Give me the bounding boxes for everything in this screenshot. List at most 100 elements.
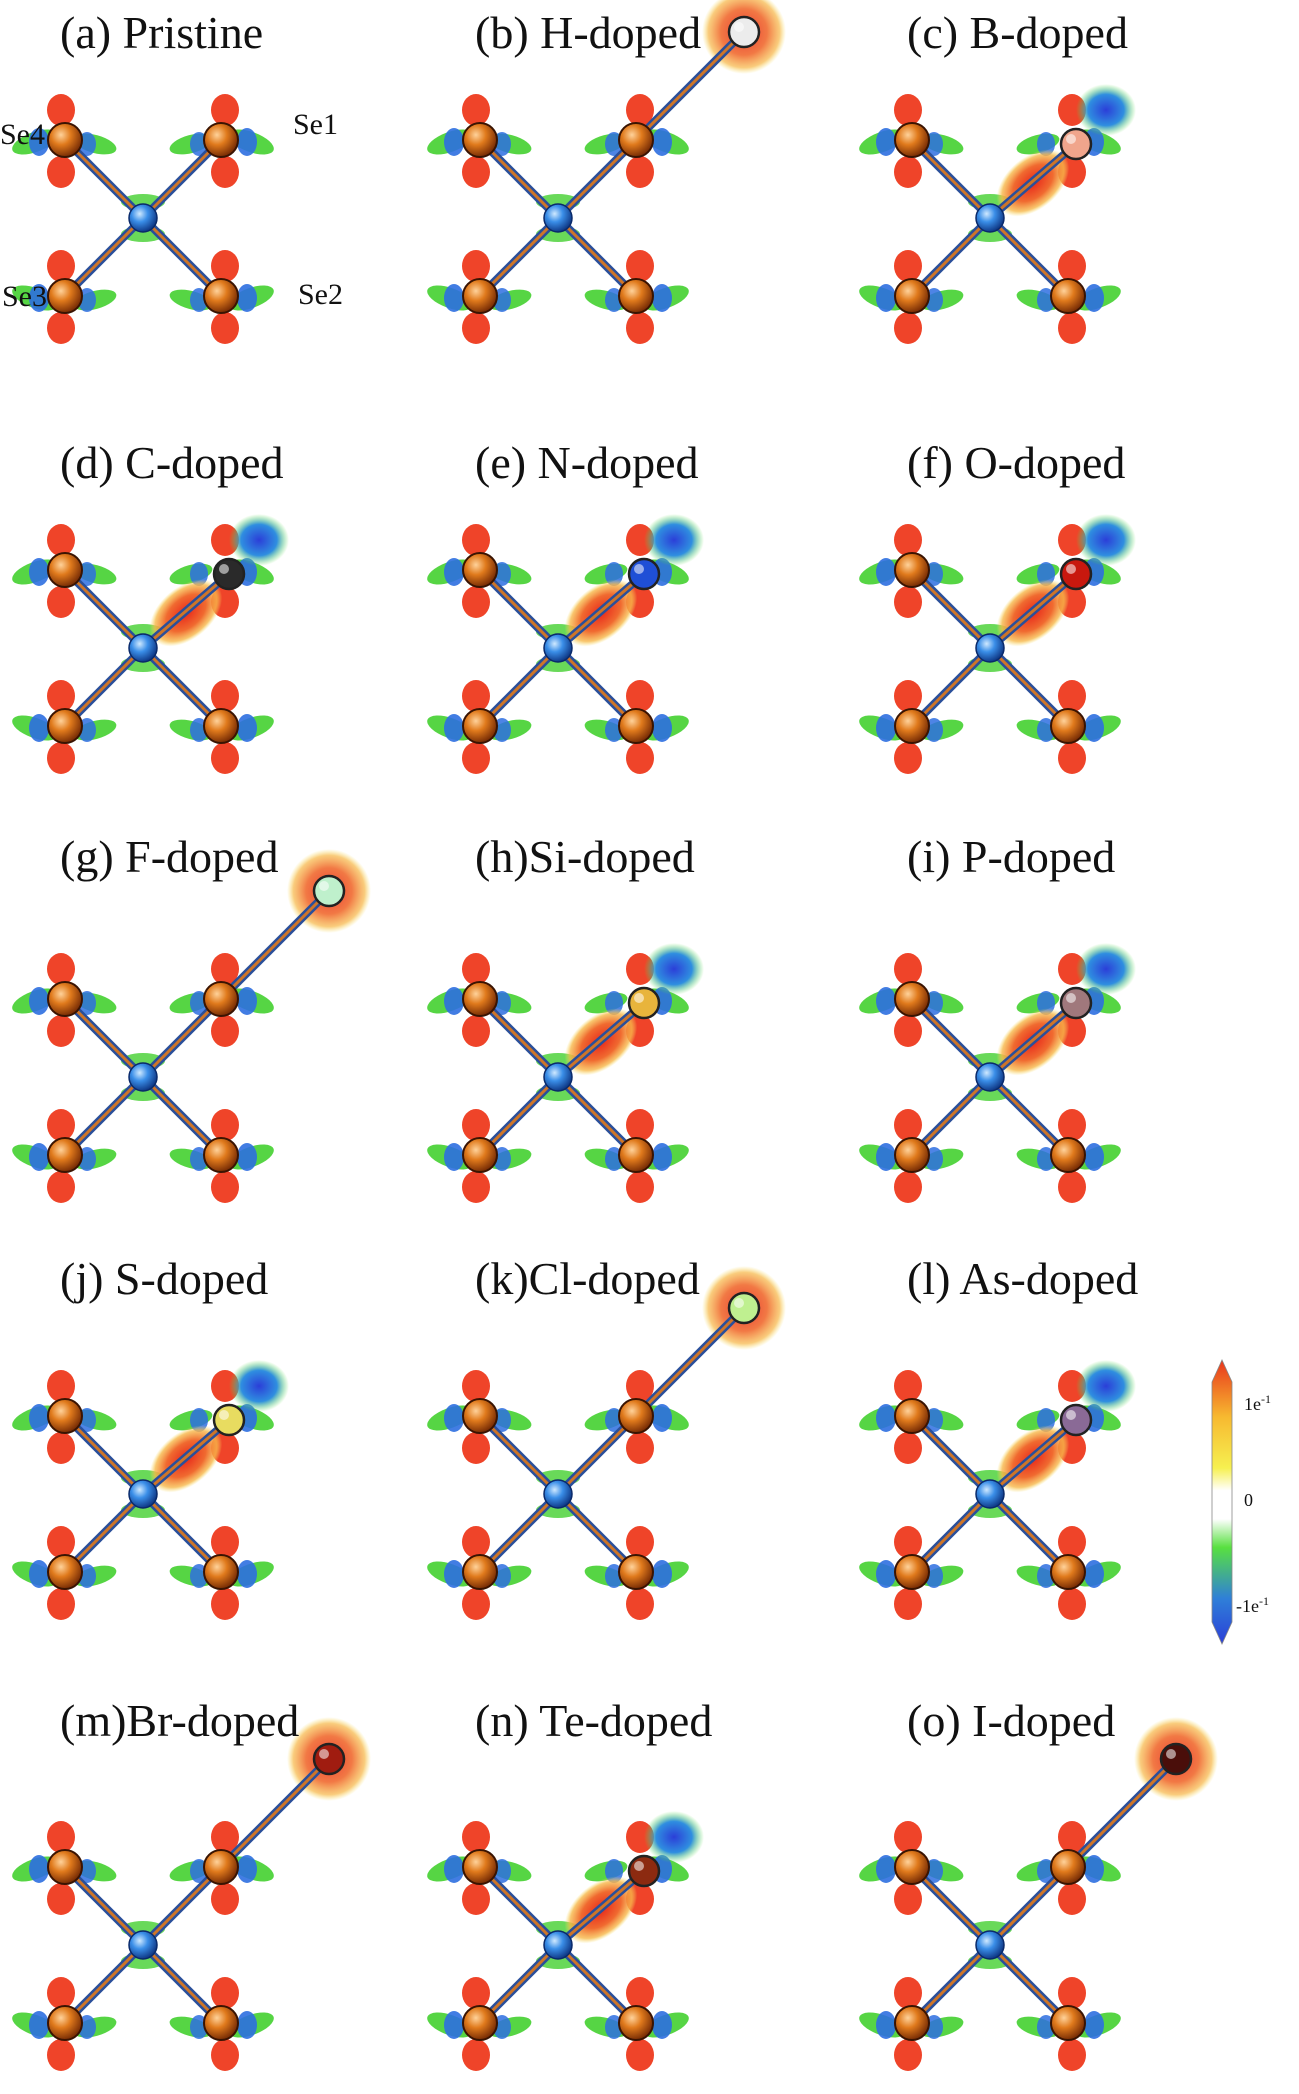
charge-loss-lobe (237, 1143, 257, 1171)
bond-dopant-highlight (1066, 1757, 1178, 1869)
charge-loss-lobe (652, 1404, 672, 1432)
bond-dopant-highlight (557, 1001, 645, 1079)
se-atom (203, 1554, 239, 1590)
se-atom (1050, 1849, 1086, 1885)
charge-loss-lobe (444, 987, 464, 1015)
charge-gain-lobe (211, 312, 239, 344)
charge-gain-lobe (462, 1432, 490, 1464)
charge-gain-lobe (894, 742, 922, 774)
dopant-atom-highlight (734, 1298, 744, 1308)
charge-loss-lobe (876, 1560, 896, 1588)
se-atom (203, 2005, 239, 2041)
bond-dopant-highlight (989, 1001, 1077, 1079)
charge-gain-lobe (626, 1977, 654, 2009)
charge-loss-lobe (876, 714, 896, 742)
se-atom (203, 1137, 239, 1173)
se-atom (47, 1137, 83, 1173)
se-atom (894, 1849, 930, 1885)
panel-g (12, 849, 371, 1203)
charge-gain-lobe (894, 1015, 922, 1047)
charge-gain-lobe (211, 156, 239, 188)
dopant-charge-loss-cloud (644, 943, 704, 995)
charge-gain-lobe (626, 742, 654, 774)
se-atom (47, 552, 83, 588)
center-atom (975, 633, 1005, 663)
charge-loss-lobe (237, 1855, 257, 1883)
bond-se3-highlight (478, 1075, 560, 1157)
charge-gain-lobe (462, 953, 490, 985)
dopant-atom-highlight (319, 881, 329, 891)
se-atom (894, 278, 930, 314)
charge-gain-lobe (894, 953, 922, 985)
dopant-atom (212, 1403, 246, 1437)
se-atom (462, 122, 498, 158)
charge-gain-lobe (462, 1821, 490, 1853)
charge-gain-lobe (462, 1370, 490, 1402)
charge-loss-lobe (237, 2011, 257, 2039)
dopant-atom-highlight (634, 993, 644, 1003)
bond-se2-highlight (556, 1075, 638, 1157)
se-atom (462, 552, 498, 588)
se-atom (894, 708, 930, 744)
charge-gain-lobe (211, 953, 239, 985)
charge-gain-lobe (1058, 1821, 1086, 1853)
bond-dopant-highlight (219, 889, 331, 1001)
charge-gain-lobe (462, 2039, 490, 2071)
label-se1: Se1 (293, 108, 338, 141)
charge-gain-lobe (211, 1821, 239, 1853)
dopant-charge-loss-cloud (1076, 84, 1136, 136)
charge-gain-lobe (626, 156, 654, 188)
dopant-charge-loss-cloud (229, 1360, 289, 1412)
bond-se4-highlight (478, 1865, 560, 1947)
charge-gain-lobe (1058, 312, 1086, 344)
bond-se3-highlight (478, 216, 560, 298)
se-atom (618, 1554, 654, 1590)
se-atom (1050, 1137, 1086, 1173)
bond-se2-highlight (556, 1492, 638, 1574)
charge-loss-lobe (444, 284, 464, 312)
charge-gain-lobe (462, 156, 490, 188)
panel-title: (i) P-doped (907, 831, 1116, 882)
charge-gain-lobe (894, 586, 922, 618)
charge-gain-lobe (211, 1171, 239, 1203)
charge-loss-lobe (652, 128, 672, 156)
se-atom (894, 1554, 930, 1590)
charge-gain-lobe (211, 1109, 239, 1141)
bond-se3-highlight (910, 646, 992, 728)
dopant-atom-highlight (634, 564, 644, 574)
charge-gain-lobe (47, 94, 75, 126)
bond-se4-highlight (63, 1414, 145, 1496)
charge-gain-lobe (47, 1526, 75, 1558)
panel-title: (e) N-doped (475, 437, 699, 488)
se-atom (47, 708, 83, 744)
charge-gain-lobe (47, 1109, 75, 1141)
label-se2: Se2 (298, 278, 343, 311)
charge-gain-lobe (462, 680, 490, 712)
charge-loss-lobe (237, 128, 257, 156)
charge-gain-lobe (894, 1588, 922, 1620)
charge-gain-lobe (626, 1370, 654, 1402)
dopant-atom-highlight (219, 564, 229, 574)
se-atom (462, 1137, 498, 1173)
charge-gain-lobe (626, 312, 654, 344)
charge-loss-lobe (444, 1404, 464, 1432)
bond-se2-highlight (988, 646, 1070, 728)
charge-gain-lobe (462, 742, 490, 774)
panel-title: (d) C-doped (60, 437, 284, 488)
bond-se2-highlight (141, 1492, 223, 1574)
bond-se4-highlight (63, 568, 145, 650)
dopant-atom (212, 557, 246, 591)
bond-dopant-highlight (142, 572, 230, 650)
panel-j (12, 1360, 289, 1620)
dopant-atom (627, 986, 661, 1020)
bond-se4-highlight (910, 1865, 992, 1947)
se-atom (462, 1849, 498, 1885)
panel-title: (a) Pristine (60, 7, 264, 58)
panel-title: (f) O-doped (907, 437, 1126, 488)
charge-loss-lobe (29, 558, 49, 586)
bond-se1-highlight (988, 1865, 1070, 1947)
bond-dopant-highlight (142, 1418, 230, 1496)
charge-loss-lobe (444, 714, 464, 742)
panel-d (12, 514, 289, 774)
charge-gain-lobe (47, 1171, 75, 1203)
